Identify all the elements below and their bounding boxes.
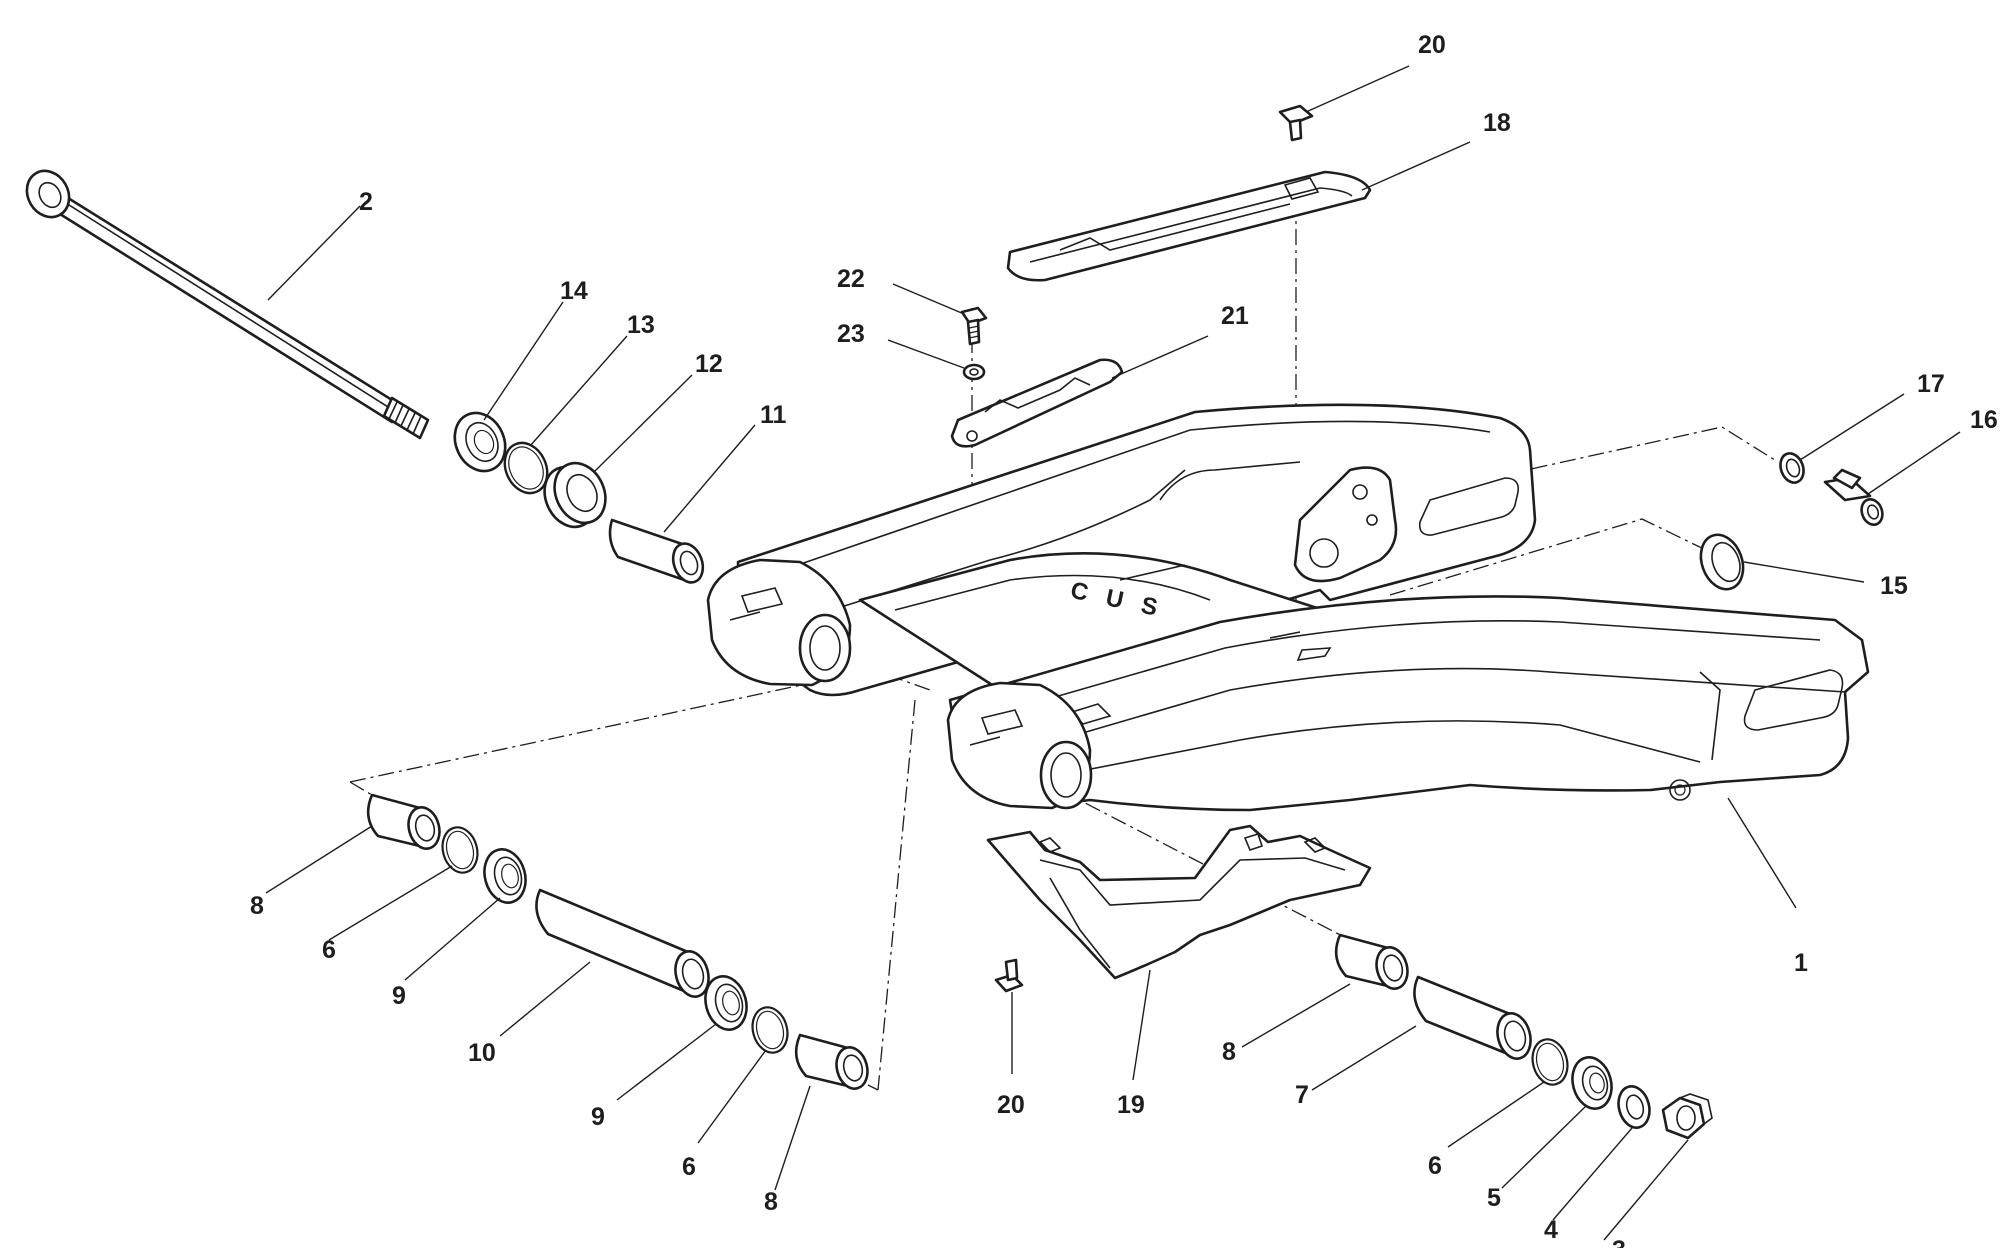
callout-1: 1 [1794,949,1808,977]
swing-arm: C U S [706,403,1870,812]
washer-17 [1779,452,1805,484]
seal-15 [1699,533,1745,591]
bush-8-lower [794,1033,869,1090]
spacer-11 [608,518,705,584]
circlip-13 [503,441,549,495]
callout-8-upper: 8 [250,892,264,920]
callout-9-upper: 9 [392,982,406,1010]
callout-6-upper: 6 [322,936,336,964]
bearing-5 [1571,1056,1613,1110]
bush-8-upper [366,793,441,850]
callout-11: 11 [760,401,787,429]
oring-6-upper [441,826,479,874]
seal-9-lower [704,975,748,1031]
leader-lines [265,65,1961,1241]
callout-13: 13 [627,311,655,339]
screw-22 [960,306,988,346]
washer-4 [1617,1085,1651,1129]
callout-18: 18 [1483,109,1511,137]
callout-20-top: 20 [1418,31,1446,59]
pin-16 [1823,468,1884,526]
seal-9-upper [483,848,527,904]
chain-guard-18 [1006,170,1372,282]
callout-21: 21 [1221,302,1249,330]
callout-23: 23 [837,320,865,348]
oring-6-right [1531,1038,1569,1086]
callout-4: 4 [1544,1216,1558,1244]
pivot-seal-14 [453,411,507,473]
screw-20-top [1278,104,1314,142]
callout-6-lower: 6 [682,1153,696,1181]
callout-5: 5 [1487,1184,1501,1212]
lower-guard-19 [986,824,1372,980]
washer-23 [962,363,986,381]
bearing-12 [543,461,607,529]
nut-3 [1661,1093,1713,1140]
chain-slider-21 [950,358,1124,448]
callout-9-lower: 9 [591,1103,605,1131]
callout-22: 22 [837,265,865,293]
callout-2: 2 [359,188,373,216]
callout-17: 17 [1917,370,1945,398]
callout-labels: 1 2 3 4 5 6 6 6 7 8 8 8 9 9 10 11 12 13 … [250,31,1998,1248]
sleeve-7 [1413,975,1532,1060]
callout-14: 14 [560,277,588,305]
callout-20-bottom: 20 [997,1091,1025,1119]
oring-6-lower [751,1006,789,1054]
callout-12: 12 [695,350,723,378]
callout-15: 15 [1880,572,1908,600]
bush-8-right [1334,933,1409,990]
callout-8-right: 8 [1222,1038,1236,1066]
callout-6-right: 6 [1428,1152,1442,1180]
screw-20-bottom [994,958,1024,993]
callout-16: 16 [1970,406,1998,434]
callout-19: 19 [1117,1091,1145,1119]
sleeve-10 [535,888,710,998]
callout-3: 3 [1612,1236,1626,1248]
pivot-spindle [25,169,430,440]
callout-10: 10 [468,1039,496,1067]
callout-8-lower: 8 [764,1188,778,1216]
callout-7: 7 [1295,1081,1309,1109]
